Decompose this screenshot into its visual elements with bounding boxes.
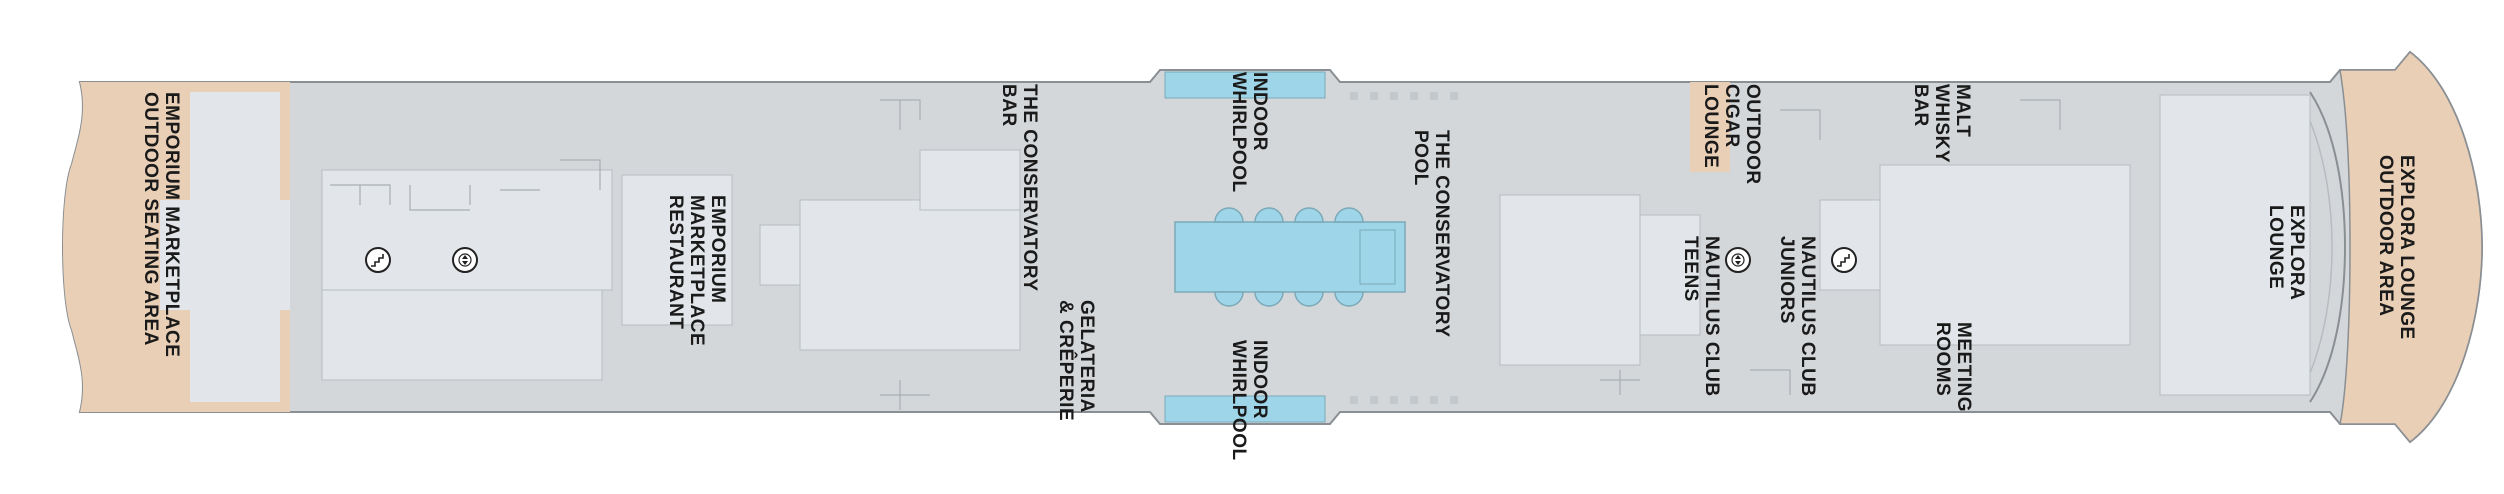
nautilus-teens-room: [1499, 194, 1641, 366]
stairs-icon: [1831, 247, 1857, 273]
label-gelateria: GELATERIA & CRÊPERIE: [1055, 300, 1097, 422]
emporium-restaurant-room: [621, 174, 733, 326]
label-outdoor-cigar: OUTDOOR CIGAR LOUNGE: [1700, 84, 1763, 185]
meeting-rooms-zone: [1879, 164, 2131, 346]
label-nautilus-juniors: NAUTILUS CLUB JUNIORS: [1776, 236, 1818, 397]
label-explora-lounge: EXPLORA LOUNGE: [2265, 205, 2307, 301]
conservatory-bar-room: [799, 199, 1021, 351]
label-emporium-outdoor: EMPORIUM MARKETPLACE OUTDOOR SEATING ARE…: [140, 92, 182, 358]
emporium-dining-zone: [321, 289, 603, 381]
label-conservatory-pool: THE CONSERVATORY POOL: [1410, 130, 1452, 338]
label-whirlpool-bottom: INDOOR WHIRLPOOL: [1228, 340, 1270, 461]
label-meeting-rooms: MEETING ROOMS: [1932, 322, 1974, 413]
outdoor-cigar-lounge: [1690, 82, 1730, 172]
whirlpool-top: [1164, 71, 1326, 99]
label-emporium-restaurant: EMPORIUM MARKETPLACE RESTAURANT: [665, 195, 728, 347]
conservatory-pool: [1174, 221, 1406, 293]
label-whirlpool-top: INDOOR WHIRLPOOL: [1228, 72, 1270, 193]
label-malt-whisky: MALT WHISKY BAR: [1910, 84, 1973, 163]
explora-outdoor-area: [2339, 50, 2483, 444]
elevator-icon: [1725, 247, 1751, 273]
stairs-icon: [365, 247, 391, 273]
label-conservatory-bar: THE CONSERVATORY BAR: [998, 84, 1040, 292]
label-explora-outdoor: EXPLORA LOUNGE OUTDOOR AREA: [2375, 155, 2417, 340]
label-nautilus-teens: NAUTILUS CLUB TEENS: [1680, 236, 1722, 397]
whirlpool-bottom: [1164, 395, 1326, 423]
elevator-icon: [452, 247, 478, 273]
